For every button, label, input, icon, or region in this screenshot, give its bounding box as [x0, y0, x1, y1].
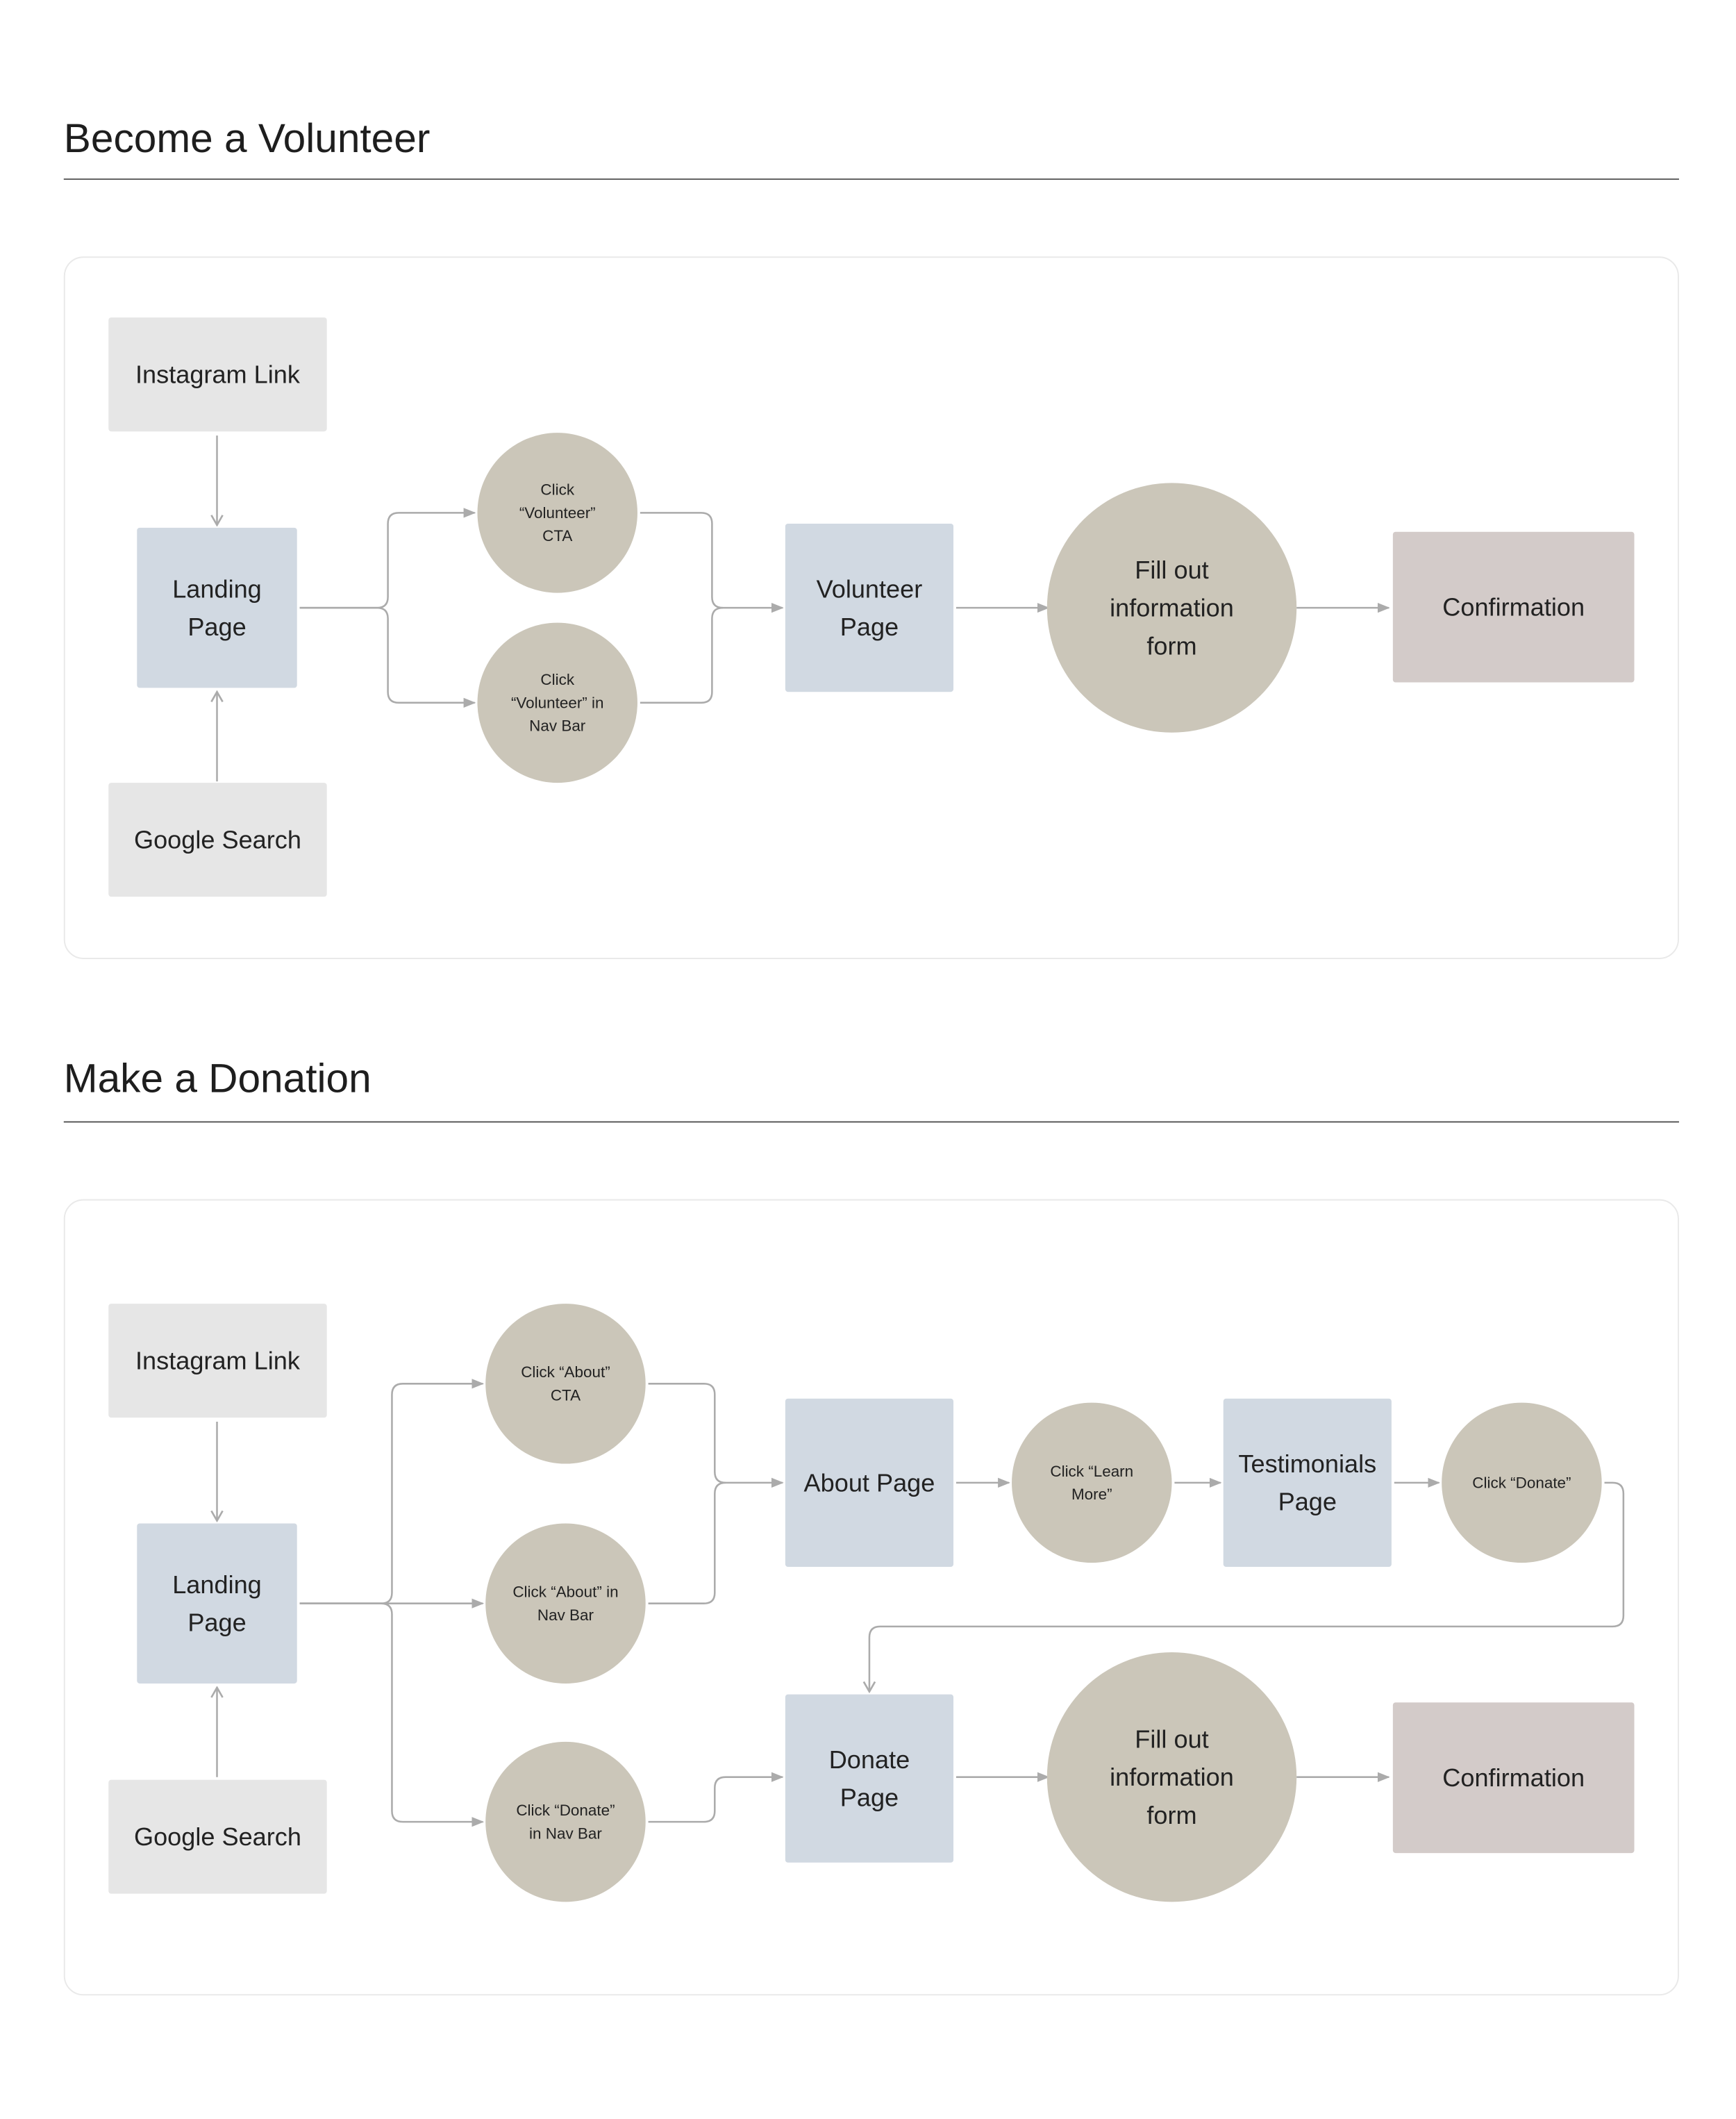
connectors: [217, 1379, 1625, 1827]
section-title: Make a Donation: [64, 1056, 372, 1101]
node-box: [785, 1398, 954, 1567]
node-click-nav: Click “Volunteer” in Nav Bar: [477, 622, 637, 783]
node-label: About Page: [804, 1468, 935, 1497]
node-fill-form: Fill out information form: [1046, 1652, 1297, 1902]
node-label: Volunteer: [817, 574, 923, 603]
node-box: [108, 1779, 327, 1894]
node-label: Testimonials: [1238, 1449, 1376, 1478]
node-about-page: About Page: [785, 1398, 954, 1567]
node-confirmation: Confirmation: [1392, 531, 1635, 683]
node-label: “Volunteer” in: [511, 694, 604, 711]
connector: [299, 606, 476, 708]
node-circle: [477, 622, 637, 783]
node-label: Google Search: [134, 1822, 301, 1851]
node-circle: [485, 1741, 646, 1902]
node-circle: [1046, 483, 1297, 733]
node-label: “Volunteer”: [519, 504, 596, 522]
node-box: [108, 783, 327, 897]
node-label: Page: [187, 1609, 246, 1637]
connector: [648, 1383, 784, 1488]
section-become-volunteer: Become a Volunteer Instagram LinkLanding…: [63, 116, 1679, 959]
node-label: Confirmation: [1442, 593, 1585, 622]
node-label: Fill out: [1135, 1725, 1208, 1754]
node-click-donate: Click “Donate”: [1442, 1402, 1602, 1563]
node-circle: [1442, 1402, 1602, 1563]
node-instagram: Instagram Link: [108, 1304, 327, 1418]
node-google: Google Search: [108, 783, 327, 897]
node-click-cta: Click “Volunteer” CTA: [477, 433, 637, 593]
connector: [299, 1602, 485, 1827]
node-label: Page: [840, 613, 899, 641]
node-box: [785, 524, 954, 692]
node-instagram: Instagram Link: [108, 317, 327, 432]
node-box: [137, 527, 297, 688]
node-label: in Nav Bar: [529, 1825, 602, 1842]
connector: [648, 1772, 784, 1823]
node-label: Page: [187, 613, 246, 641]
node-label: Click “About” in: [512, 1584, 618, 1601]
node-label: Click “About”: [521, 1363, 610, 1381]
node-label: Nav Bar: [529, 717, 586, 735]
node-click-about-nav: Click “About” in Nav Bar: [485, 1523, 646, 1684]
connector: [648, 1481, 726, 1604]
node-click-donate-nav: Click “Donate” in Nav Bar: [485, 1741, 646, 1902]
node-circle: [485, 1304, 646, 1464]
node-label: Click “Learn: [1050, 1463, 1133, 1480]
node-label: Landing: [172, 1570, 262, 1599]
node-label: Click “Donate”: [1472, 1474, 1571, 1491]
node-box: [137, 1523, 297, 1684]
node-google: Google Search: [108, 1779, 327, 1894]
node-fill-form: Fill out information form: [1046, 483, 1297, 733]
node-circle: [1012, 1402, 1172, 1563]
node-label: information: [1110, 1763, 1234, 1791]
node-label: Page: [840, 1784, 899, 1812]
node-label: form: [1146, 631, 1196, 660]
node-box: [1223, 1398, 1392, 1567]
connector: [299, 508, 476, 609]
node-label: Click: [540, 671, 574, 688]
node-label: Donate: [829, 1745, 910, 1774]
node-box: [108, 1304, 327, 1418]
node-box: [108, 317, 327, 432]
connectors: [217, 435, 1390, 782]
node-label: Instagram Link: [135, 1347, 301, 1375]
node-label: Click: [540, 481, 574, 499]
node-click-about-cta: Click “About” CTA: [485, 1304, 646, 1464]
node-label: Page: [1278, 1488, 1337, 1516]
node-label: information: [1110, 594, 1234, 622]
node-label: Google Search: [134, 826, 301, 854]
section-title: Become a Volunteer: [64, 116, 431, 161]
node-box: [785, 1694, 954, 1863]
node-label: CTA: [542, 527, 572, 545]
node-circle: [1046, 1652, 1297, 1902]
node-label: Landing: [172, 574, 262, 603]
node-label: Instagram Link: [135, 360, 301, 389]
connector: [640, 512, 784, 613]
node-confirmation: Confirmation: [1392, 1702, 1635, 1854]
node-label: Nav Bar: [537, 1606, 594, 1624]
connector: [640, 606, 724, 704]
node-circle: [477, 433, 637, 593]
node-label: CTA: [551, 1386, 581, 1404]
node-label: Fill out: [1135, 556, 1208, 584]
node-label: form: [1146, 1801, 1196, 1829]
node-label: More”: [1071, 1486, 1112, 1503]
connector: [869, 1481, 1625, 1692]
node-box: [1392, 1702, 1635, 1854]
node-label: Click “Donate”: [516, 1802, 615, 1819]
node-circle: [485, 1523, 646, 1684]
node-label: Confirmation: [1442, 1763, 1585, 1792]
section-make-donation: Make a Donation Instagram LinkLandingPag…: [63, 1056, 1679, 1996]
node-box: [1392, 531, 1635, 683]
